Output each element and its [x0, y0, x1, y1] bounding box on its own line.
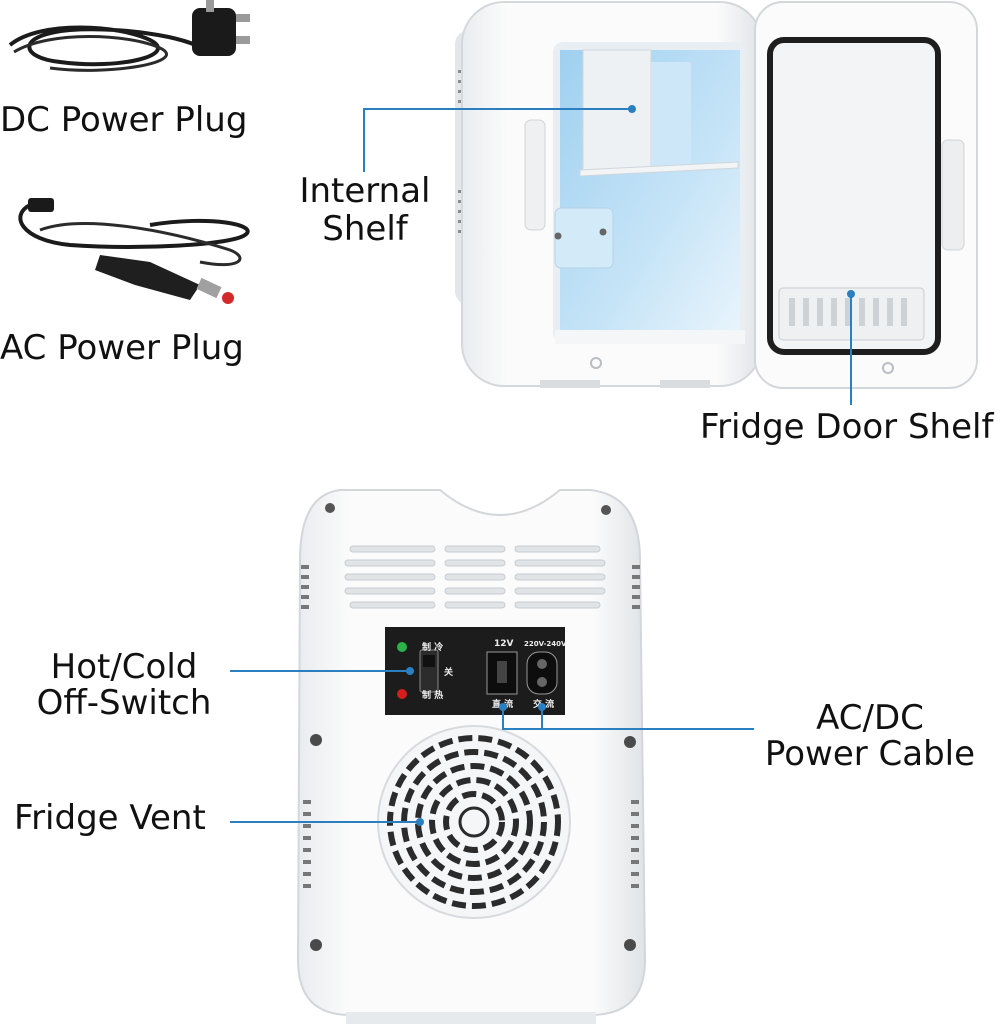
internal-shelf-label-line2: Shelf	[322, 209, 408, 249]
fridge-door-shelf-label: Fridge Door Shelf	[700, 407, 994, 447]
ac-dc-callout	[502, 707, 754, 730]
ac-socket[interactable]	[526, 651, 558, 695]
cold-indicator-led	[397, 642, 407, 652]
ac-power-plug-label: AC Power Plug	[0, 328, 244, 368]
hot-cold-label-line2: Off-Switch	[36, 683, 212, 723]
voltage-dc-label: 12V	[494, 639, 514, 649]
fridge-vent-label: Fridge Vent	[14, 798, 206, 838]
open-fridge-image	[455, 1, 978, 389]
fan-vent	[377, 725, 571, 919]
ac-power-plug-image	[18, 198, 250, 304]
internal-shelf-label-line1: Internal	[299, 171, 431, 211]
cold-label: 制 冷	[422, 641, 443, 653]
off-label: 关	[444, 666, 453, 678]
ac-dc-label-line2: Power Cable	[764, 734, 976, 774]
heat-label: 制 热	[422, 689, 443, 701]
internal-shelf-callout	[363, 108, 632, 172]
dc-power-plug-image	[8, 0, 250, 72]
callout-lines	[230, 108, 852, 823]
heat-indicator-led	[397, 689, 407, 699]
voltage-ac-label: 220V-240V	[524, 640, 567, 648]
hot-cold-label-line1: Hot/Cold	[50, 647, 198, 687]
ac-dc-label-line1: AC/DC	[816, 698, 924, 738]
dc-power-plug-label: DC Power Plug	[0, 100, 248, 140]
